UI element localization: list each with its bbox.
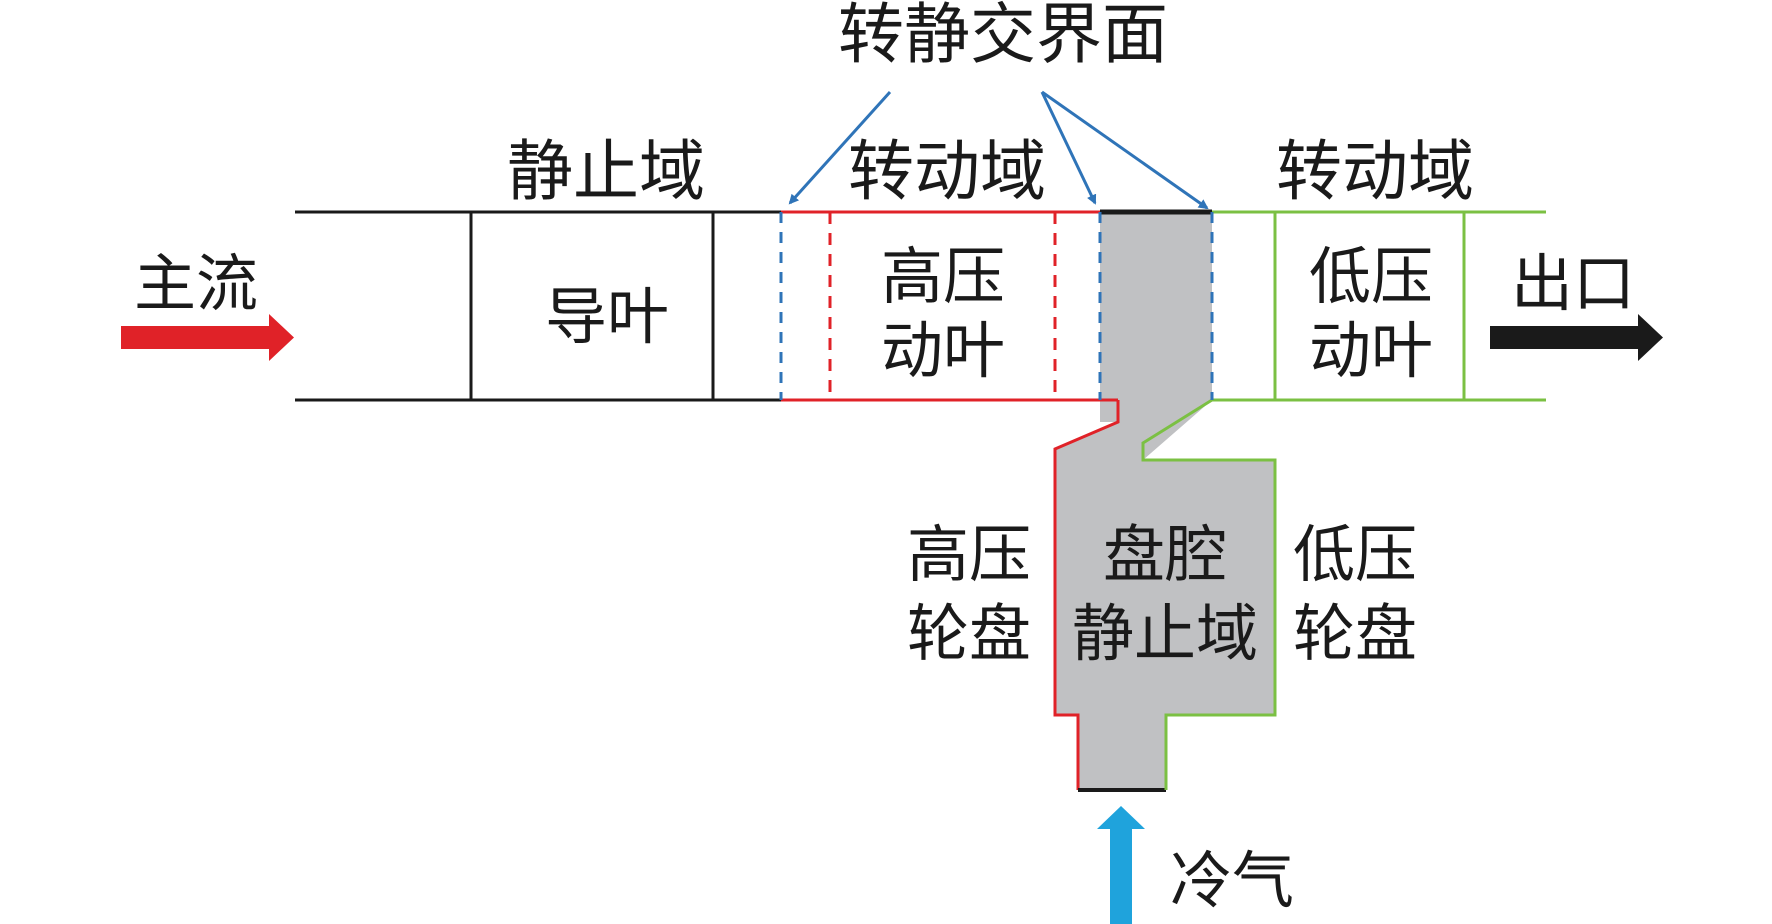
cavity-label-line2: 静止域 <box>1072 597 1258 670</box>
hp-disk-label-line2: 轮盘 <box>907 597 1031 670</box>
cavity-fill <box>1055 212 1275 790</box>
rotating-domain-label-1: 转动域 <box>848 133 1046 210</box>
rotating-domain-label-2: 转动域 <box>1276 133 1474 210</box>
main-flow-label: 主流 <box>134 247 258 320</box>
hp-blade-label-line1: 高压 <box>881 240 1005 313</box>
lp-disk-label-line1: 低压 <box>1293 518 1417 591</box>
lp-blade-label-line1: 低压 <box>1309 240 1433 313</box>
hp-blade-label-line2: 动叶 <box>881 314 1005 387</box>
outlet-arrow <box>1490 314 1663 361</box>
lp-rotor-domain-outline <box>1141 210 1546 790</box>
guide-vane-label: 导叶 <box>545 280 669 353</box>
lp-disk-label-line2: 轮盘 <box>1293 597 1417 670</box>
interface-label: 转静交界面 <box>838 0 1168 73</box>
stationary-domain-outline <box>295 210 781 402</box>
interface-arrow-middle <box>1040 91 1097 205</box>
hp-disk-label-line1: 高压 <box>907 518 1031 591</box>
cooling-air-arrow <box>1097 806 1145 924</box>
stationary-domain-label: 静止域 <box>507 133 705 210</box>
lp-blade-label-line2: 动叶 <box>1309 314 1433 387</box>
main-flow-arrow <box>121 314 294 361</box>
outlet-label: 出口 <box>1511 247 1635 320</box>
cooling-air-label: 冷气 <box>1170 844 1294 917</box>
hp-rotor-domain-outline <box>781 210 1120 790</box>
interface-arrow-right <box>1041 90 1209 210</box>
interface-arrow-left <box>788 90 892 205</box>
cavity-label-line1: 盘腔 <box>1103 518 1227 591</box>
interface-pointer-arrows <box>788 90 1209 210</box>
